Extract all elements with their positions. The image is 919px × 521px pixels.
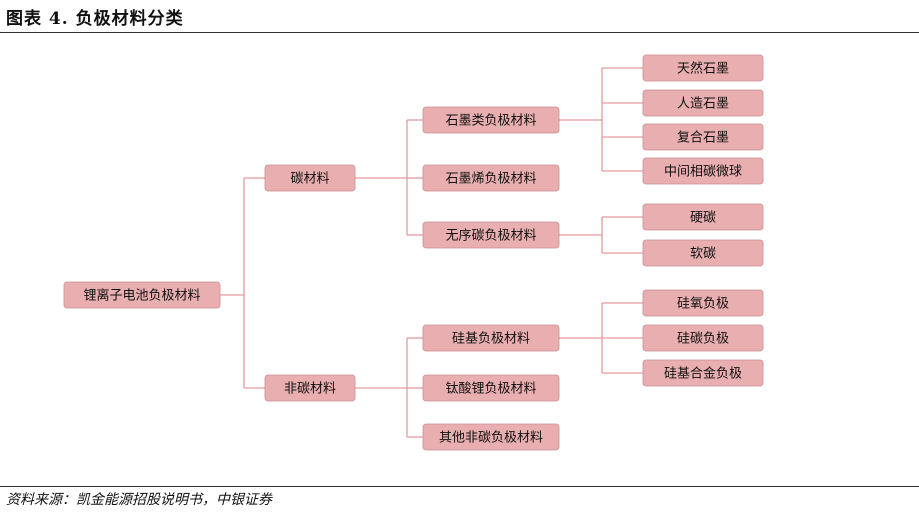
node-label: 中间相碳微球 — [664, 165, 742, 180]
tree-node: 碳材料 — [264, 164, 356, 192]
node-box — [264, 374, 356, 402]
tree-node: 无序碳负极材料 — [422, 221, 560, 249]
node-label: 钛酸锂负极材料 — [445, 382, 536, 397]
tree-node: 钛酸锂负极材料 — [422, 374, 560, 402]
node-box — [422, 324, 560, 352]
tree-node: 中间相碳微球 — [642, 157, 764, 185]
node-box — [642, 89, 764, 117]
tree-node: 硅碳负极 — [642, 324, 764, 352]
tree-node: 硅氧负极 — [642, 289, 764, 317]
top-rule — [0, 32, 919, 33]
figure-title: 图表 4. 负极材料分类 — [6, 9, 184, 29]
node-label: 锂离子电池负极材料 — [83, 288, 200, 304]
node-box — [642, 54, 764, 82]
node-label: 碳材料 — [290, 172, 329, 187]
node-label: 软碳 — [690, 247, 716, 262]
node-label: 石墨类负极材料 — [445, 114, 536, 129]
tree-node: 石墨类负极材料 — [422, 106, 560, 134]
tree-node: 天然石墨 — [642, 54, 764, 82]
node-box — [642, 203, 764, 231]
node-label: 硅基合金负极 — [664, 366, 742, 382]
node-box — [642, 239, 764, 267]
node-label: 人造石墨 — [677, 97, 729, 112]
tree-node: 软碳 — [642, 239, 764, 267]
bottom-rule — [0, 486, 919, 487]
tree-node: 硬碳 — [642, 203, 764, 231]
node-label: 其他非碳负极材料 — [439, 431, 543, 446]
node-box — [422, 423, 560, 451]
node-label: 复合石墨 — [677, 131, 729, 146]
node-box — [422, 106, 560, 134]
node-label: 天然石墨 — [677, 61, 729, 77]
node-box — [642, 157, 764, 185]
tree-node: 其他非碳负极材料 — [422, 423, 560, 451]
node-box — [642, 123, 764, 151]
node-box — [63, 281, 221, 309]
node-label: 硬碳 — [690, 211, 716, 226]
tree-node: 非碳材料 — [264, 374, 356, 402]
node-box — [422, 164, 560, 192]
tree-node: 石墨烯负极材料 — [422, 164, 560, 192]
node-box — [642, 289, 764, 317]
tree-node: 硅基合金负极 — [642, 359, 764, 387]
connector-lines — [220, 67, 643, 438]
node-box — [642, 359, 764, 387]
node-label: 硅氧负极 — [677, 297, 729, 312]
tree-node: 锂离子电池负极材料 — [63, 281, 221, 309]
node-label: 非碳材料 — [284, 382, 336, 397]
node-box — [642, 324, 764, 352]
node-box — [422, 221, 560, 249]
tree-node: 复合石墨 — [642, 123, 764, 151]
node-label: 硅基负极材料 — [452, 332, 530, 347]
tree-node: 硅基负极材料 — [422, 324, 560, 352]
source-note: 资料来源：凯金能源招股说明书，中银证券 — [6, 492, 272, 508]
node-label: 石墨烯负极材料 — [445, 172, 536, 187]
node-box — [422, 374, 560, 402]
node-label: 无序碳负极材料 — [445, 229, 536, 244]
node-box — [264, 164, 356, 192]
node-label: 硅碳负极 — [677, 332, 729, 347]
tree-node: 人造石墨 — [642, 89, 764, 117]
